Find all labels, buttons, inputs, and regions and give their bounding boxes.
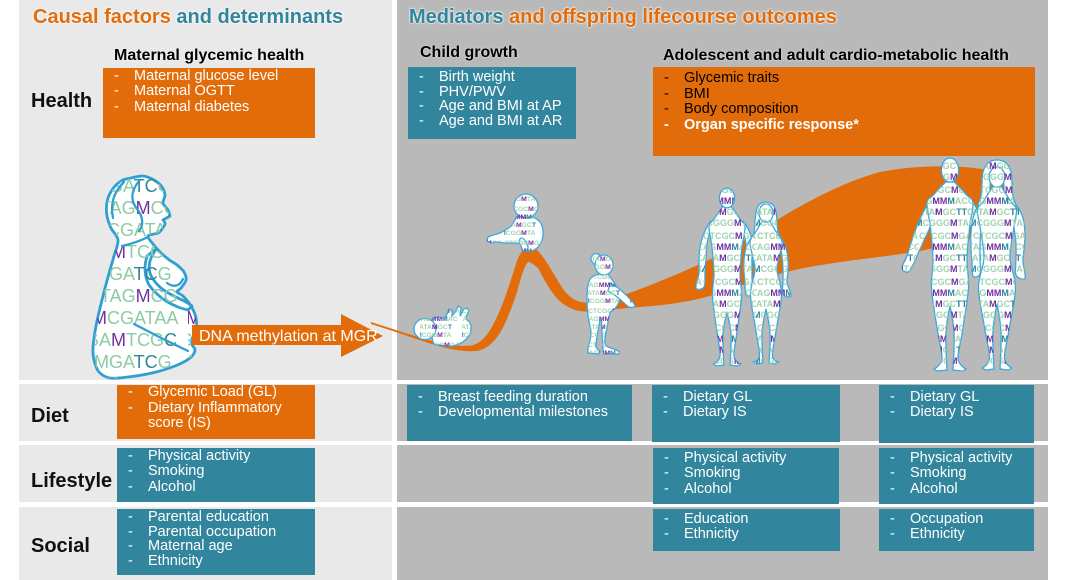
svg-text:DNA methylation at MGR: DNA methylation at MGR	[199, 328, 378, 345]
